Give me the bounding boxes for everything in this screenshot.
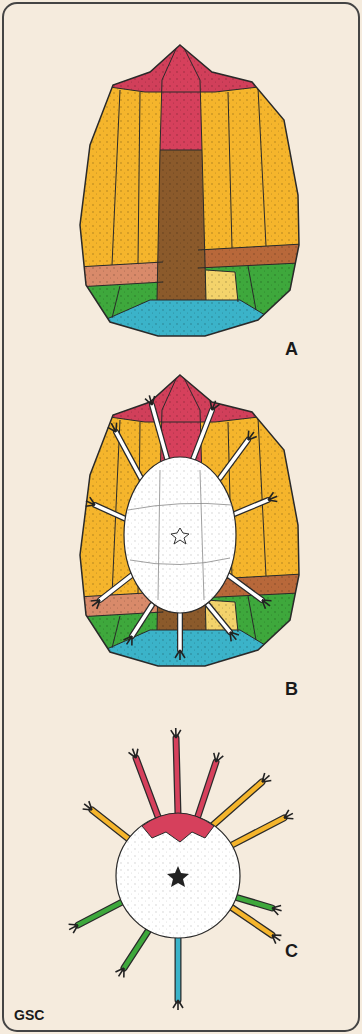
- panel-border: [3, 3, 359, 1031]
- cyst-figure-c: [78, 738, 284, 1000]
- panel-letter: B: [285, 680, 298, 698]
- cyst-body-b: [95, 405, 268, 650]
- panel-letter: C: [285, 942, 298, 960]
- panel-letter: A: [285, 340, 298, 358]
- theca-figure-a: [40, 30, 340, 350]
- theca-figure-b: [40, 360, 340, 680]
- credit-mark: GSC: [14, 1008, 44, 1022]
